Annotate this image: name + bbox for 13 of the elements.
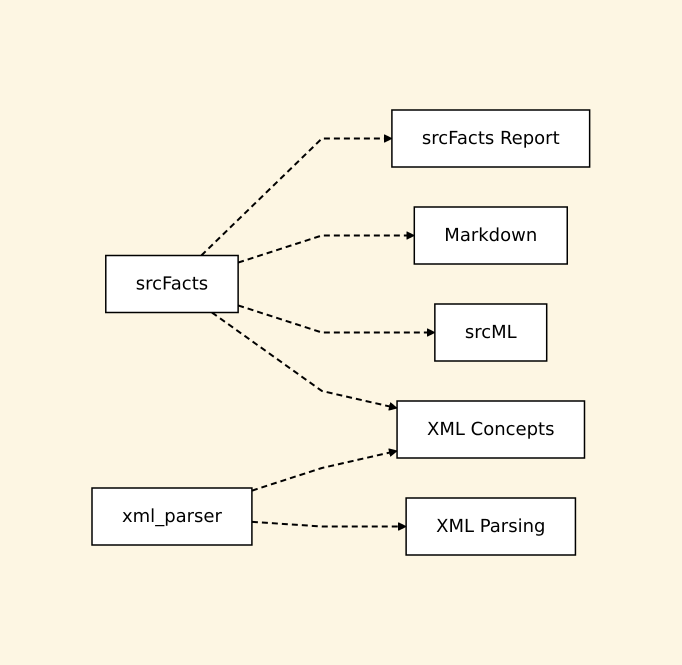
node-box: XML Parsing — [406, 497, 576, 556]
arrow — [238, 304, 436, 337]
node-box: XML Concepts — [396, 400, 586, 459]
arrow — [200, 134, 392, 256]
node-box: Markdown — [414, 206, 568, 265]
node-box: srcFacts — [105, 254, 240, 314]
node-box: srcFacts Report — [391, 109, 591, 168]
arrow — [252, 448, 398, 492]
arrow — [252, 520, 407, 531]
arrow — [211, 312, 398, 411]
node-box: srcML — [434, 303, 548, 362]
arrow — [238, 231, 415, 264]
node-box: xml_parser — [91, 487, 253, 546]
